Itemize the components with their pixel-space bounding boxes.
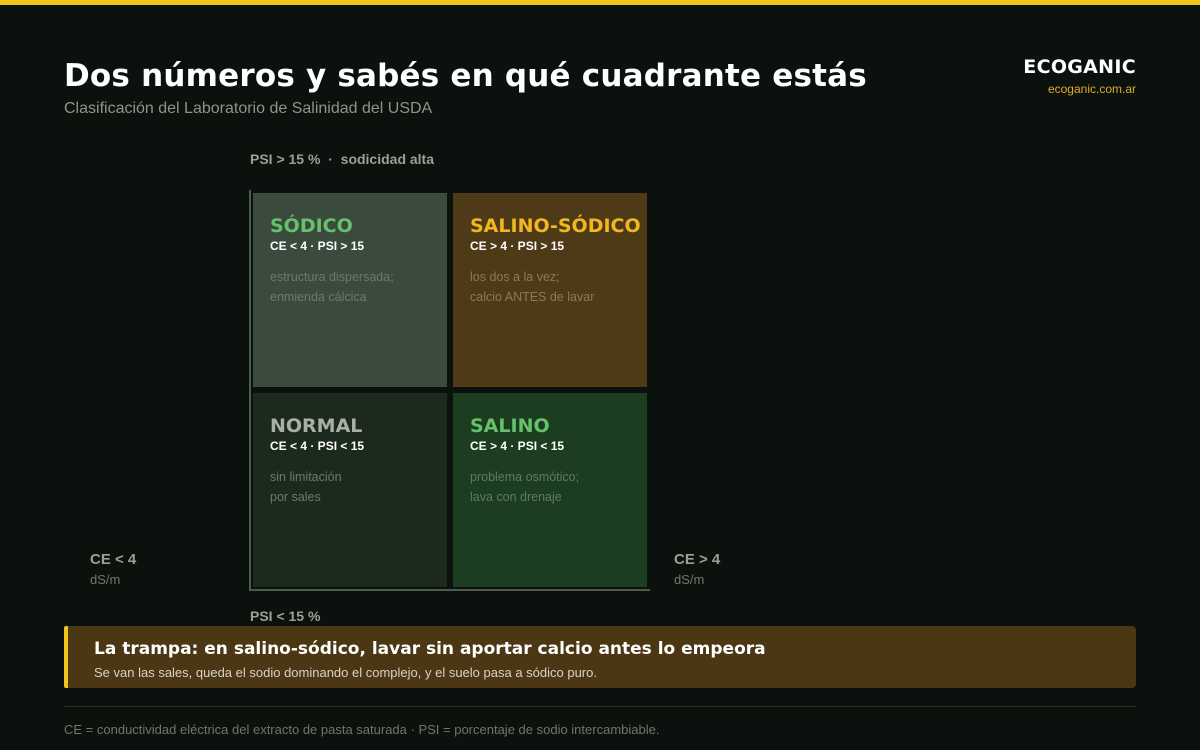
quadrant-note: los dos a la vez; calcio ANTES de lavar [470, 267, 647, 307]
quadrant-salino: SALINO CE > 4 · PSI < 15 problema osmóti… [453, 393, 647, 587]
y-axis-bottom-label: PSI < 15 % [250, 608, 321, 624]
quadrant-criteria: CE < 4 · PSI < 15 [270, 439, 365, 453]
page-title: Dos números y sabés en qué cuadrante est… [64, 58, 867, 94]
brand-name: ECOGANIC [1023, 56, 1136, 78]
brand-block: ECOGANIC ecoganic.com.ar [1023, 56, 1136, 96]
quadrant-note-line: por sales [270, 490, 321, 504]
quadrant-note-line: problema osmótico; [470, 470, 580, 484]
x-axis-right-value: CE > 4 [674, 551, 721, 568]
x-axis-right-label: CE > 4 dS/m [674, 551, 720, 587]
quadrant-note-line: lava con drenaje [470, 490, 562, 504]
quadrant-name: SALINO [470, 415, 550, 437]
top-accent-bar [0, 0, 1200, 5]
quadrant-name: SÓDICO [270, 215, 353, 237]
quadrant-name: SALINO-SÓDICO [470, 215, 641, 237]
quadrant-criteria: CE < 4 · PSI > 15 [270, 239, 365, 253]
page-subtitle: Clasificación del Laboratorio de Salinid… [64, 100, 433, 117]
callout-title: La trampa: en salino-sódico, lavar sin a… [94, 639, 766, 659]
quadrant-normal: NORMAL CE < 4 · PSI < 15 sin limitación … [253, 393, 447, 587]
quadrant-salino-sodico: SALINO-SÓDICO CE > 4 · PSI > 15 los dos … [453, 193, 647, 387]
quadrant-note: sin limitación por sales [270, 467, 447, 507]
quadrant-note-line: enmienda cálcica [270, 290, 367, 304]
quadrant-note-line: los dos a la vez; [470, 270, 560, 284]
quadrant-note: estructura dispersada; enmienda cálcica [270, 267, 447, 307]
x-axis-line [249, 589, 650, 591]
x-axis-right-unit: dS/m [674, 572, 705, 587]
y-axis-top-label: PSI > 15 % · sodicidad alta [250, 151, 435, 167]
y-axis-line [249, 190, 251, 591]
footer-divider [64, 706, 1136, 707]
quadrant-sodico: SÓDICO CE < 4 · PSI > 15 estructura disp… [253, 193, 447, 387]
quadrant-name: NORMAL [270, 415, 363, 437]
quadrant-note: problema osmótico; lava con drenaje [470, 467, 647, 507]
warning-callout: La trampa: en salino-sódico, lavar sin a… [64, 626, 1136, 688]
x-axis-left-unit: dS/m [90, 572, 121, 587]
callout-text: Se van las sales, queda el sodio dominan… [94, 665, 597, 680]
quadrant-criteria: CE > 4 · PSI < 15 [470, 439, 565, 453]
quadrant-note-line: estructura dispersada; [270, 270, 394, 284]
x-axis-left-label: CE < 4 dS/m [90, 551, 136, 587]
brand-url: ecoganic.com.ar [1047, 82, 1136, 96]
quadrant-note-line: calcio ANTES de lavar [470, 290, 595, 304]
quadrant-criteria: CE > 4 · PSI > 15 [470, 239, 565, 253]
footer-note: CE = conductividad eléctrica del extract… [64, 722, 660, 737]
quadrant-note-line: sin limitación [270, 470, 342, 484]
x-axis-left-value: CE < 4 [90, 551, 137, 568]
